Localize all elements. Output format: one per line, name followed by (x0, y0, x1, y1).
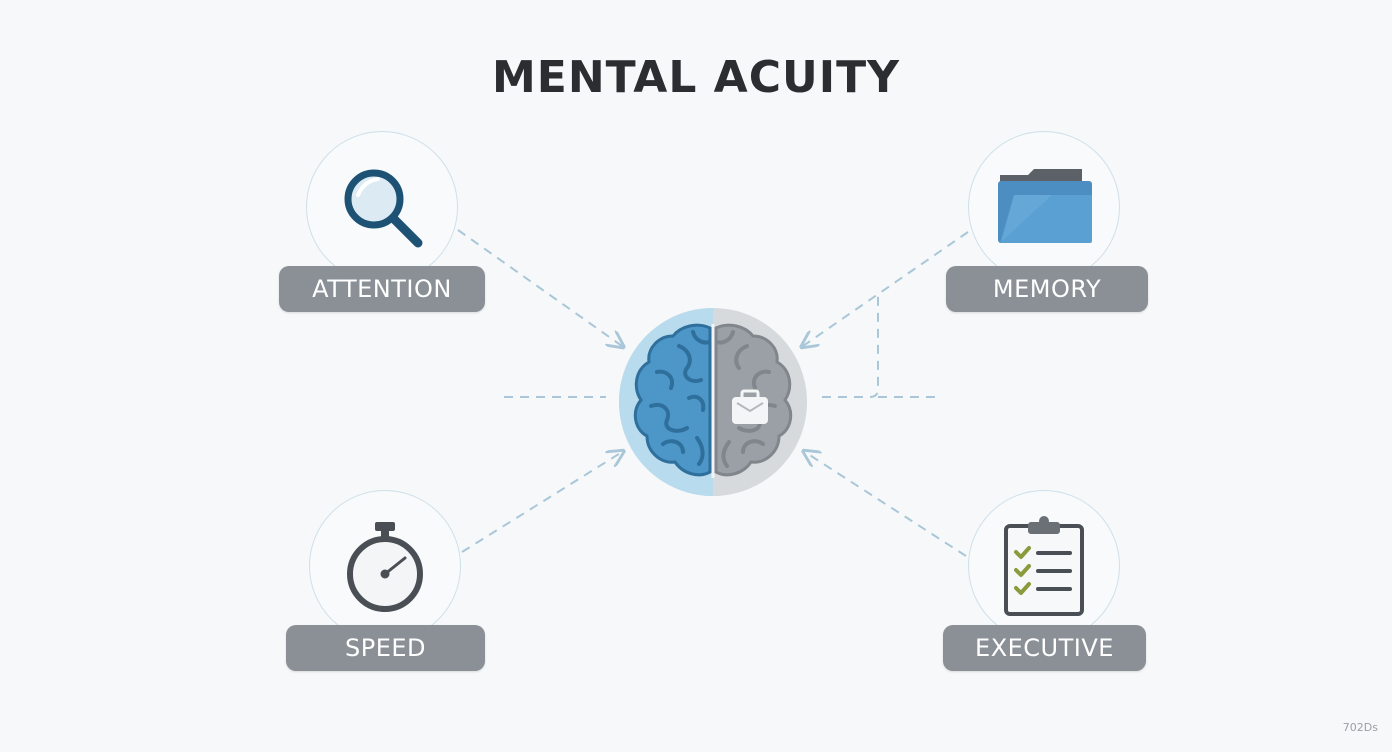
connector-executive (805, 452, 967, 557)
speed-label: SPEED (286, 625, 485, 671)
executive-label: EXECUTIVE (943, 625, 1146, 671)
attention-node (306, 131, 458, 283)
attention-label: ATTENTION (279, 266, 485, 312)
stopwatch-icon (347, 522, 423, 612)
connector-right-bracket (822, 292, 940, 398)
connector-attention (457, 229, 622, 346)
memory-label: MEMORY (946, 266, 1148, 312)
page-title: MENTAL ACUITY (492, 52, 900, 103)
folder-icon (998, 169, 1092, 243)
connector-speed (461, 452, 622, 553)
brain-icon (619, 308, 807, 496)
speed-node (309, 490, 461, 642)
checklist-clipboard-icon (1004, 516, 1084, 616)
magnifying-glass-icon (344, 169, 423, 248)
watermark: 702Ds (1342, 721, 1378, 734)
executive-node (968, 490, 1120, 642)
connector-memory (803, 231, 969, 346)
memory-node (968, 131, 1120, 283)
briefcase-icon (732, 389, 768, 424)
